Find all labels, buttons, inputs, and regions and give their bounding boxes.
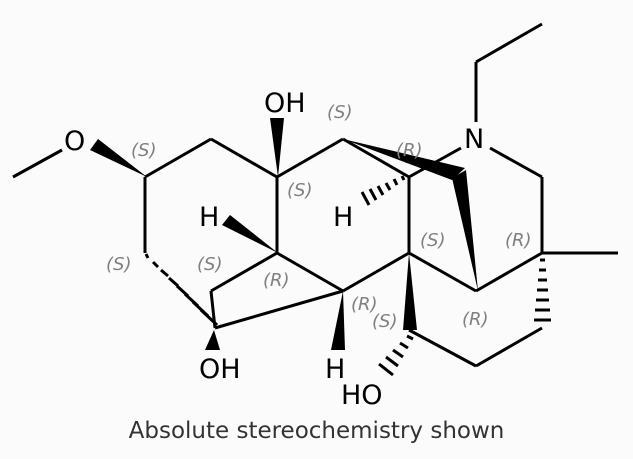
- bond: [342, 251, 410, 293]
- bond: [475, 251, 543, 293]
- atom-hydroxyl-top: OH: [264, 88, 306, 119]
- stereo-label: (S): [197, 254, 222, 275]
- stereo-label: (S): [327, 102, 352, 123]
- wedge-bond: [270, 118, 284, 177]
- bond: [144, 137, 212, 179]
- bond: [342, 137, 410, 179]
- stereo-label: (S): [287, 180, 312, 201]
- atom-hydrogen-bottom: H: [325, 354, 345, 385]
- atom-hydroxyl-ho: HO: [341, 380, 383, 411]
- wedge-bond: [222, 215, 278, 253]
- bond: [475, 326, 543, 368]
- bond: [276, 251, 344, 293]
- atom-hydroxyl-bottom: OH: [199, 354, 241, 385]
- wedge-bond: [331, 291, 345, 350]
- wedge-bond: [403, 253, 417, 330]
- caption: Absolute stereochemistry shown: [128, 418, 505, 444]
- stereo-label: (S): [372, 311, 397, 332]
- stereo-label: (R): [396, 140, 423, 161]
- hash-bond: [360, 175, 406, 206]
- stereo-label: (R): [462, 309, 489, 330]
- stereo-label: (S): [106, 254, 131, 275]
- bond: [12, 148, 63, 179]
- bond: [408, 251, 477, 293]
- stereo-label: (S): [131, 140, 156, 161]
- bond: [210, 137, 278, 179]
- stereo-label: (R): [351, 294, 378, 315]
- bond: [489, 146, 543, 179]
- hash-bond: [534, 258, 551, 322]
- wedge-bond: [205, 330, 220, 350]
- bond: [214, 289, 344, 330]
- stereo-label: (R): [263, 270, 290, 291]
- stereo-label: (S): [420, 230, 445, 251]
- bond: [276, 137, 344, 179]
- atom-oxygen-methoxy: O: [64, 126, 85, 157]
- hash-bond: [378, 334, 414, 377]
- atom-hydrogen-mid: H: [333, 202, 353, 233]
- wedge-bond: [452, 170, 478, 291]
- wedge-bond: [343, 139, 465, 180]
- bond: [408, 146, 462, 179]
- atom-hydrogen-left: H: [199, 202, 219, 233]
- bond: [210, 251, 278, 293]
- bond: [209, 290, 217, 329]
- atom-nitrogen: N: [464, 124, 484, 155]
- bond: [475, 22, 543, 64]
- bond: [408, 328, 477, 368]
- stereo-label: (R): [505, 230, 532, 251]
- wedge-bond: [90, 139, 147, 177]
